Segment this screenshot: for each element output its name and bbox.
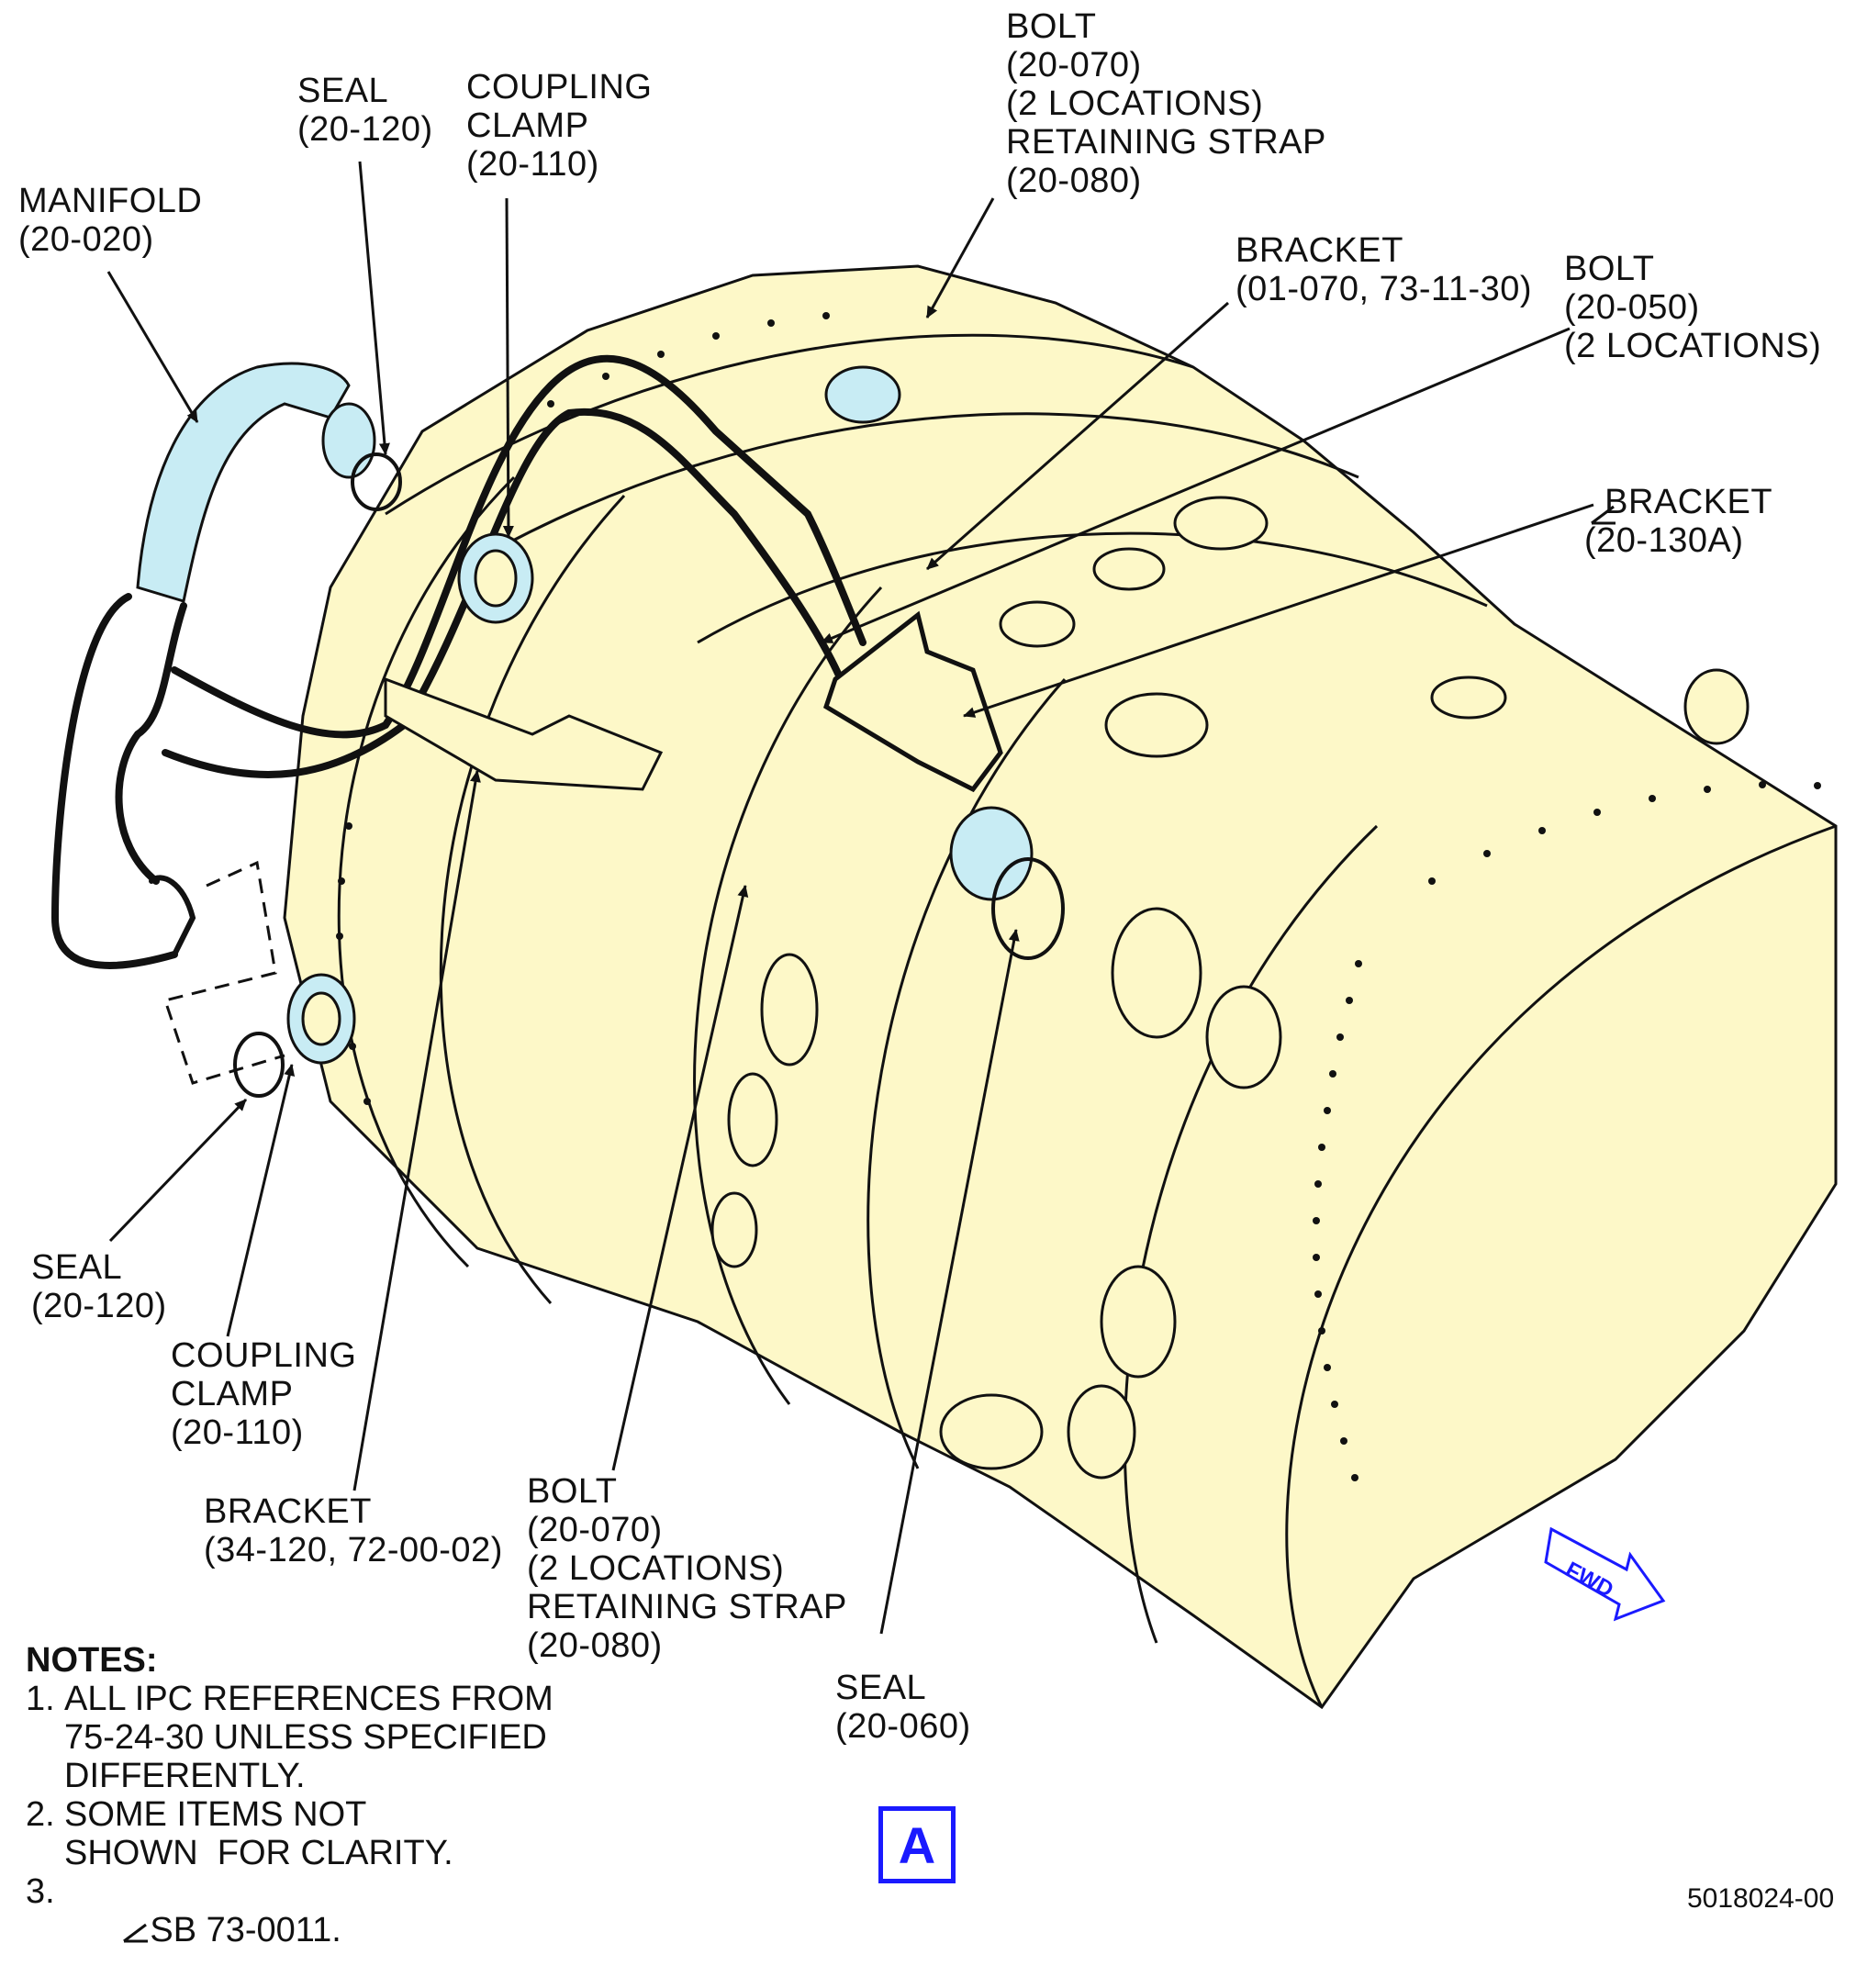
manifold-pipe bbox=[50, 354, 867, 969]
note-number: 2. bbox=[26, 1795, 55, 1834]
ring-3 bbox=[693, 586, 883, 1405]
bracket-20-130a bbox=[822, 610, 1003, 793]
sb-triangle-marker bbox=[123, 1923, 149, 1943]
notes-title: NOTES: bbox=[26, 1641, 158, 1680]
note-item: 2. SOME ITEMS NOT SHOWN FOR CLARITY. bbox=[26, 1795, 553, 1872]
manifold-tube bbox=[136, 362, 376, 603]
ring-7 bbox=[385, 333, 1194, 516]
callout-bracket-01-070: BRACKET (01-070, 73-11-30) bbox=[1235, 231, 1533, 308]
fwd-arrow: FWD bbox=[1544, 1526, 1666, 1622]
brackets bbox=[384, 610, 1003, 793]
seals bbox=[233, 452, 1065, 1098]
callout-bracket-20-130a: BRACKET (20-130A) bbox=[1584, 444, 1772, 560]
engine-case-outline bbox=[283, 264, 1838, 1710]
note-item: 1. ALL IPC REFERENCES FROM 75-24-30 UNLE… bbox=[26, 1680, 553, 1795]
note-text: SOME ITEMS NOT SHOWN FOR CLARITY. bbox=[64, 1795, 453, 1872]
rivet-rows bbox=[336, 312, 1821, 1481]
notes-block: NOTES: 1. ALL IPC REFERENCES FROM 75-24-… bbox=[26, 1641, 553, 1988]
callout-coupling-clamp-top: COUPLING CLAMP (20-110) bbox=[466, 68, 653, 184]
ring-6 bbox=[1285, 824, 1837, 1708]
callout-bracket-34-120: BRACKET (34-120, 72-00-02) bbox=[204, 1492, 503, 1569]
ring-4 bbox=[867, 678, 1067, 1469]
ring-5 bbox=[1123, 824, 1379, 1644]
figure-number: 5018024-00 bbox=[1687, 1883, 1835, 1914]
callout-seal-top: SEAL (20-120) bbox=[297, 72, 433, 149]
ring-8 bbox=[476, 412, 1359, 562]
leader-lines bbox=[106, 161, 1594, 1635]
callout-bolt-bottom: BOLT (20-070) (2 LOCATIONS) RETAINING ST… bbox=[527, 1472, 847, 1665]
coupling-clamps bbox=[286, 365, 1034, 1065]
ring-1 bbox=[337, 475, 516, 1268]
sb-triangle-marker bbox=[1591, 505, 1616, 525]
callout-bracket-20-130a-text: BRACKET (20-130A) bbox=[1584, 483, 1773, 560]
note-text-sb: SB 73-0011. bbox=[150, 1911, 341, 1949]
callout-seal-20-060: SEAL (20-060) bbox=[835, 1669, 971, 1746]
note-number: 1. bbox=[26, 1680, 55, 1718]
bracket-34-120 bbox=[384, 676, 664, 791]
ring-2 bbox=[439, 494, 626, 1305]
callout-bolt-20-050: BOLT (20-050) (2 LOCATIONS) bbox=[1564, 250, 1822, 365]
callout-bolt-top: BOLT (20-070) (2 LOCATIONS) RETAINING ST… bbox=[1006, 7, 1326, 200]
dashed-detail bbox=[163, 860, 285, 1085]
view-marker: A bbox=[878, 1806, 956, 1883]
callout-seal-bottom-left: SEAL (20-120) bbox=[31, 1248, 167, 1325]
case-ports bbox=[710, 496, 1750, 1480]
note-number: 3. bbox=[26, 1872, 55, 1911]
ring-9 bbox=[697, 531, 1488, 644]
manifold-elbow bbox=[136, 362, 351, 603]
note-text: SB 73-0011. bbox=[64, 1872, 341, 1988]
note-item: 3. SB 73-0011. bbox=[26, 1872, 553, 1988]
note-text: ALL IPC REFERENCES FROM 75-24-30 UNLESS … bbox=[64, 1680, 553, 1795]
callout-coupling-clamp-bottom: COUPLING CLAMP (20-110) bbox=[171, 1336, 357, 1452]
view-label: A bbox=[898, 1815, 936, 1874]
engine-case bbox=[283, 264, 1838, 1710]
engine-illustration: FWD bbox=[50, 161, 1838, 1710]
callout-manifold: MANIFOLD (20-020) bbox=[18, 182, 203, 259]
